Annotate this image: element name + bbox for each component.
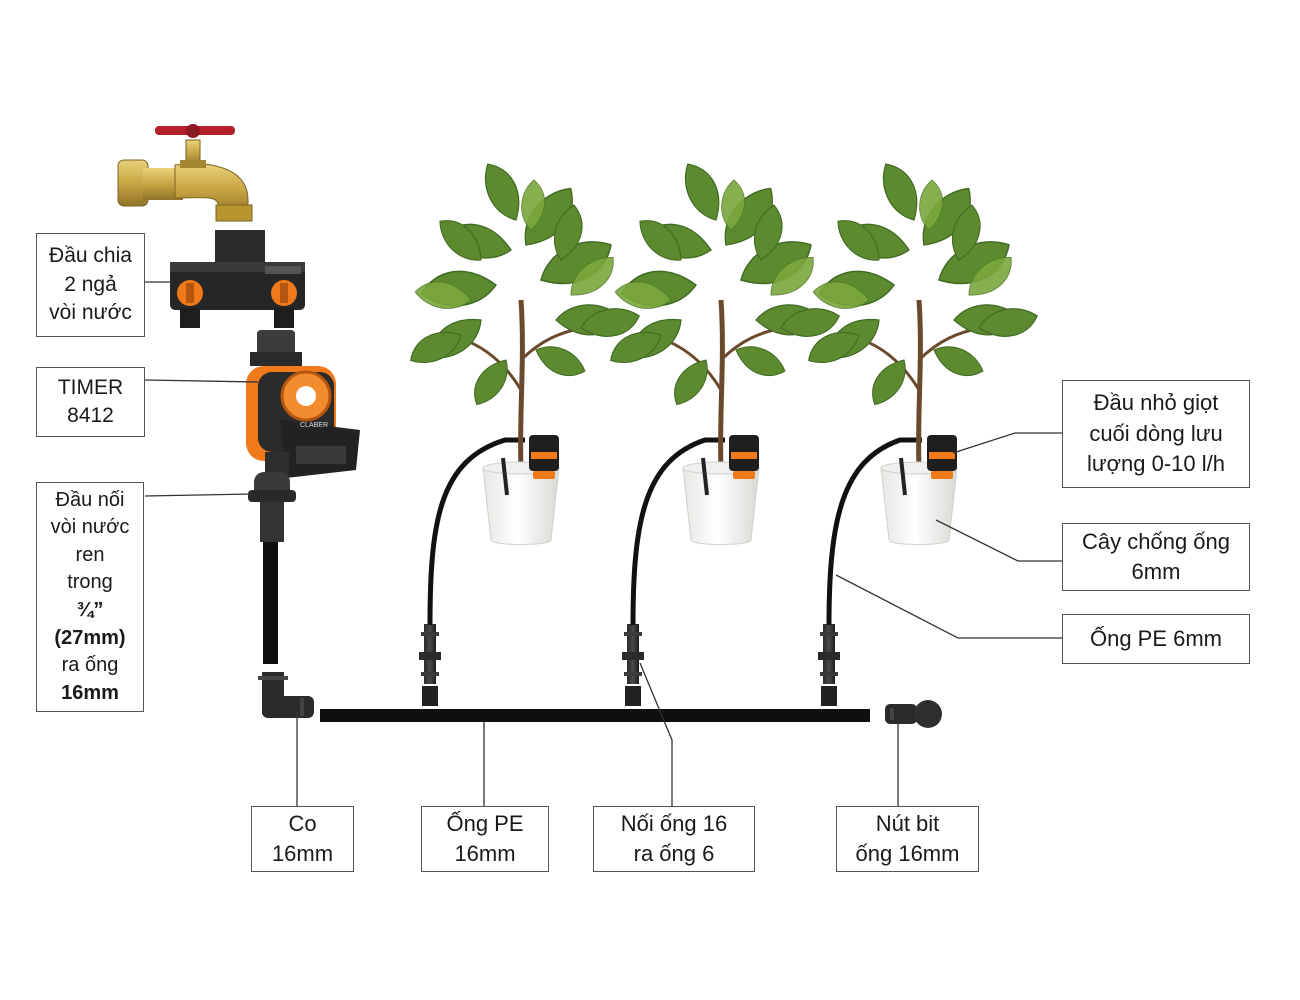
label-timer-line-1: TIMER	[57, 375, 124, 399]
plant-2	[607, 160, 840, 545]
label-connector-line-2: vòi nước	[50, 516, 130, 539]
vertical-pipe	[263, 542, 278, 664]
label-pe-6mm: Ống PE 6mm	[1062, 614, 1250, 664]
plant-3	[805, 160, 1038, 545]
label-splitter-line-1: Đầu chia	[49, 244, 132, 268]
label-connector-line-8: 16mm	[61, 681, 119, 704]
label-joint-line-2: ra ống 6	[633, 841, 715, 866]
label-splitter-line-2: 2 ngả	[64, 272, 117, 296]
end-cap	[885, 700, 942, 728]
label-dripper-line-3: lượng 0-10 l/h	[1086, 451, 1225, 477]
label-connector-line-7: ra ống	[61, 654, 119, 677]
label-endcap-line-2: ống 16mm	[855, 841, 960, 866]
label-splitter: Đầu chia 2 ngả vòi nước	[36, 233, 145, 337]
plant-1	[407, 160, 640, 545]
label-endcap-line-1: Nút bit	[875, 811, 940, 837]
label-dripper-line-1: Đầu nhỏ giọt	[1093, 389, 1219, 415]
callout-lines	[144, 281, 1062, 806]
faucet	[117, 124, 253, 222]
label-timer: TIMER 8412	[36, 367, 145, 437]
tap-connector	[248, 472, 296, 664]
label-timer-line-2: 8412	[67, 404, 114, 427]
label-pe-16mm: Ống PE 16mm	[421, 806, 549, 872]
label-elbow: Co 16mm	[251, 806, 354, 872]
label-pe16-line-2: 16mm	[454, 841, 516, 866]
label-connector-line-6: (27mm)	[54, 626, 126, 649]
label-tap-connector: Đầu nối vòi nước ren trong ¾” (27mm) ra …	[36, 482, 144, 712]
label-dripper: Đầu nhỏ giọt cuối dòng lưu lượng 0-10 l/…	[1062, 380, 1250, 488]
elbow-fitting	[258, 672, 314, 718]
label-end-cap: Nút bit ống 16mm	[836, 806, 979, 872]
label-joint-line-1: Nối ống 16	[620, 811, 728, 837]
label-connector-line-5: ¾”	[76, 599, 104, 621]
tee-connector-1	[419, 624, 441, 706]
pe-6mm-tubes	[427, 437, 922, 626]
splitter-device	[170, 230, 305, 328]
label-stake-line-1: Cây chống ống	[1082, 529, 1230, 555]
label-elbow-line-2: 16mm	[271, 841, 334, 866]
timer-device: CLABER	[246, 330, 360, 478]
label-connector-line-1: Đầu nối	[55, 488, 125, 511]
main-pe-pipe-16mm	[320, 709, 870, 722]
label-connector-line-4: trong	[67, 571, 113, 594]
label-joint: Nối ống 16 ra ống 6	[593, 806, 755, 872]
timer-brand: CLABER	[300, 422, 328, 429]
label-elbow-line-1: Co	[288, 811, 317, 837]
label-stake-line-2: 6mm	[1131, 559, 1181, 584]
label-pe6-line-1: Ống PE 6mm	[1089, 626, 1223, 652]
label-dripper-line-2: cuối dòng lưu	[1089, 420, 1223, 446]
label-splitter-line-3: vòi nước	[49, 301, 132, 325]
label-connector-line-3: ren	[75, 543, 105, 566]
label-stake: Cây chống ống 6mm	[1062, 523, 1250, 591]
tee-connector-3	[818, 624, 840, 706]
label-pe16-line-1: Ống PE	[446, 811, 524, 837]
